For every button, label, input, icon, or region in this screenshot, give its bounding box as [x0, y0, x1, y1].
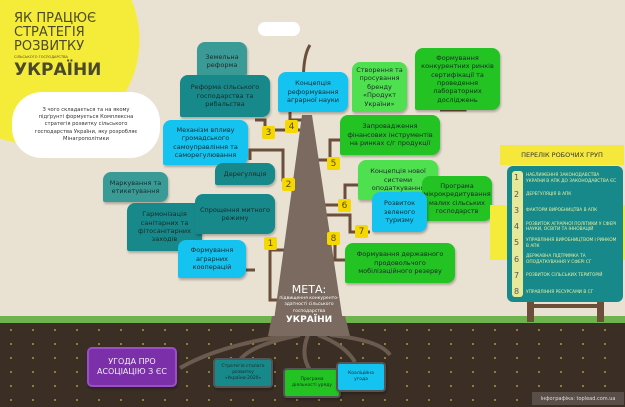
working-group-item: 4 РОЗВИТОК АГРАРНОЇ ПОЛІТИКИ У СФЕРІ НАУК… [511, 220, 619, 235]
page-title: ЯК ПРАЦЮЄ СТРАТЕГІЯ РОЗВИТКУ СІЛЬСЬКОГО … [14, 11, 134, 80]
branch-finance: Запровадження фінансових інструментів на… [340, 115, 440, 155]
branch-label: Формування конкурентних ринків сертифіка… [421, 53, 494, 104]
branch-label: Концепція реформування аграрної науки [287, 79, 339, 105]
group-label: ФАКТОРИ ВИРОБНИЦТВА В АПК [526, 208, 598, 214]
root-label: Коаліційна угода [348, 371, 374, 382]
root-label: УГОДА ПРО АСОЦІАЦІЮ З ЄС [97, 356, 167, 376]
group-number: 4 [513, 222, 520, 232]
group-label: УПРАВЛІННЯ ВИРОБНИЦТВОМ І РИНКОМ В АПК [526, 238, 617, 249]
branch-label: Механізм впливу громадського самоуправлі… [173, 125, 238, 159]
cloud-decoration [258, 22, 300, 36]
branch-certification: Формування конкурентних ринків сертифіка… [415, 48, 500, 110]
panel-title: ПЕРЕЛІК РОБОЧИХ ГРУП [500, 145, 624, 165]
badge-2: 2 [282, 178, 295, 191]
root-strategy-2020: Стратегія сталого розвитку «Україна-2020… [213, 358, 273, 388]
working-group-item: 3 ФАКТОРИ ВИРОБНИЦТВА В АПК [511, 204, 619, 219]
intro-cloud: З чого складається та на якому підґрунті… [12, 92, 160, 158]
branch-self-government: Механізм впливу громадського самоуправлі… [163, 120, 248, 165]
working-groups-board: 1 НАБЛИЖЕННЯ ЗАКОНОДАВСТВА УКРАЇНИ В АПК … [507, 166, 623, 302]
title-line: СТРАТЕГІЯ [14, 25, 85, 40]
panel-leg-left [527, 300, 534, 322]
group-label: ДЕРЖАВНА ПІДТРИМКА ТА ОПОДАТКУВАННЯ У СФ… [526, 254, 592, 265]
working-group-item: 8 УПРАВЛІННЯ РЕСУРСАМИ В СГ [511, 285, 619, 300]
credit: Інфографіка: toplead.com.ua [532, 392, 624, 405]
working-group-item: 6 ДЕРЖАВНА ПІДТРИМКА ТА ОПОДАТКУВАННЯ У С… [511, 252, 619, 267]
branch-label: Програма мікрокредитування малих сільськ… [423, 181, 491, 215]
badge-5: 5 [327, 157, 340, 170]
number-column [512, 171, 523, 297]
panel-leg-right [597, 300, 604, 322]
group-label: УПРАВЛІННЯ РЕСУРСАМИ В СГ [526, 289, 594, 295]
group-number: 8 [513, 287, 520, 297]
root-label: Стратегія сталого розвитку «Україна-2020… [221, 364, 265, 381]
group-number: 6 [513, 254, 520, 264]
branch-label: Розвиток зеленого туризму [383, 199, 416, 225]
goal: МЕТА: підвищення конкуренто-здатності сі… [278, 283, 340, 325]
title-subline: СІЛЬСЬКОГО ГОСПОДАРСТВА [14, 55, 68, 59]
branch-customs: Спрощення митного режиму [195, 194, 275, 234]
goal-label: МЕТА: [291, 283, 327, 296]
branch-label: Запровадження фінансових інструментів на… [347, 122, 433, 148]
badge-7: 7 [355, 225, 368, 238]
working-group-item: 2 ДЕРЕГУЛЯЦІЯ В АПК [511, 187, 619, 202]
branch-label: Створення та просування бренду «Продукт … [356, 65, 403, 108]
branch-label: Формування державного продовольчого мобі… [356, 250, 444, 276]
branch-deregulation: Дерегуляція [215, 163, 275, 185]
branch-cooperatives: Формування аграрних кооперацій [178, 240, 246, 278]
branch-label: Реформа сільського господарства та рибал… [190, 83, 260, 109]
group-label: НАБЛИЖЕННЯ ЗАКОНОДАВСТВА УКРАЇНИ В АПК Д… [526, 172, 617, 184]
group-label: ДЕРЕГУЛЯЦІЯ В АПК [526, 192, 572, 197]
branch-land-reform: Земельна реформа [197, 42, 247, 80]
badge-4: 4 [285, 120, 298, 133]
root-label: Програма діяльності уряду [291, 377, 333, 388]
branch-agri-reform: Реформа сільського господарства та рибал… [180, 75, 270, 117]
working-group-item: 1 НАБЛИЖЕННЯ ЗАКОНОДАВСТВА УКРАЇНИ В АПК … [511, 171, 619, 186]
title-line: РОЗВИТКУ [14, 39, 85, 54]
branch-label: Дерегуляція [223, 169, 267, 178]
branch-label: Гармонізація санітарних та фітосанітарни… [138, 210, 191, 244]
group-number: 2 [513, 189, 520, 199]
root-eu-association: УГОДА ПРО АСОЦІАЦІЮ З ЄС [87, 347, 177, 387]
badge-3: 3 [262, 126, 275, 139]
group-label: РОЗВИТОК АГРАРНОЇ ПОЛІТИКИ У СФЕРІ НАУКИ… [526, 221, 617, 233]
working-group-item: 5 УПРАВЛІННЯ ВИРОБНИЦТВОМ І РИНКОМ В АПК [511, 236, 619, 251]
working-groups-list: 1 НАБЛИЖЕННЯ ЗАКОНОДАВСТВА УКРАЇНИ В АПК … [511, 171, 619, 300]
trunk [272, 115, 345, 335]
group-label: РОЗВИТОК СІЛЬСЬКИХ ТЕРИТОРІЙ [526, 273, 603, 279]
branch-label: Формування аграрних кооперацій [190, 246, 234, 272]
branch-label: Маркування та етикетування [109, 178, 162, 195]
title-line: УКРАЇНИ [14, 60, 102, 80]
badge-1: 1 [264, 237, 277, 250]
branch-science: Концепція реформування аграрної науки [278, 72, 348, 112]
title-line: ЯК ПРАЦЮЄ [14, 11, 97, 26]
branch-microcredit: Програма мікрокредитування малих сільськ… [422, 176, 492, 221]
branch-label: Земельна реформа [205, 52, 239, 69]
branch-label: Спрощення митного режиму [199, 205, 271, 222]
badge-8: 8 [327, 232, 340, 245]
branch-green-tourism: Розвиток зеленого туризму [372, 192, 427, 232]
goal-text: підвищення конкуренто-здатності сільсько… [279, 296, 339, 314]
group-number: 5 [513, 238, 520, 248]
working-group-item: 7 РОЗВИТОК СІЛЬСЬКИХ ТЕРИТОРІЙ [511, 269, 619, 284]
branch-brand: Створення та просування бренду «Продукт … [352, 62, 407, 112]
intro-text: З чого складається та на якому підґрунті… [34, 107, 138, 142]
root-government-program: Програма діяльності уряду [283, 368, 341, 398]
panel-crossbar [527, 304, 604, 308]
badge-6: 6 [338, 199, 351, 212]
root-coalition-agreement: Коаліційна угода [336, 362, 386, 392]
goal-country: УКРАЇНИ [285, 314, 333, 325]
branch-food-reserve: Формування державного продовольчого мобі… [345, 243, 455, 283]
branch-label: Концепція нової системи оподаткування [370, 167, 426, 193]
group-number: 3 [513, 205, 520, 215]
group-number: 7 [513, 271, 520, 281]
branch-labeling: Маркування та етикетування [103, 172, 168, 202]
group-number: 1 [513, 173, 520, 183]
